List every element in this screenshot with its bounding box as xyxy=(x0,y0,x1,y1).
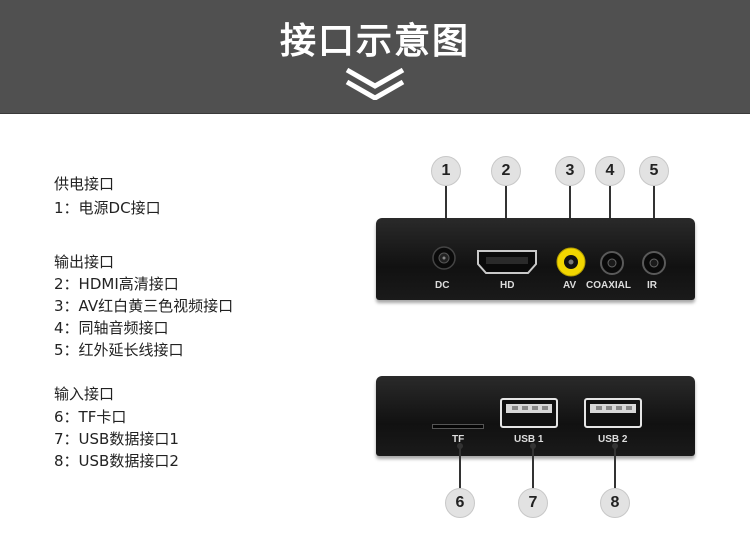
back-panel-body: DC HD AV COAXIAL IR xyxy=(376,218,695,300)
callout-8: 8 xyxy=(600,488,630,518)
leader-line-2 xyxy=(505,186,507,238)
dc-port-icon xyxy=(432,246,456,270)
legend-heading-output: 输出接口 xyxy=(54,253,115,271)
legend-item-7: 7：USB数据接口1 xyxy=(54,430,179,448)
label-dc: DC xyxy=(435,280,450,291)
callout-7: 7 xyxy=(518,488,548,518)
leader-dot-8 xyxy=(612,443,618,449)
usb-port-1-icon xyxy=(500,398,558,428)
legend-item-8: 8：USB数据接口2 xyxy=(54,452,179,470)
double-chevron-down-icon xyxy=(345,67,405,100)
leader-line-5 xyxy=(653,186,655,240)
ir-port-icon xyxy=(642,251,666,275)
leader-dot-7 xyxy=(530,443,536,449)
legend-item-6: 6：TF卡口 xyxy=(54,408,127,426)
callout-3: 3 xyxy=(555,156,585,186)
header-banner: 接口示意图 xyxy=(0,0,750,114)
label-hd: HD xyxy=(500,280,515,291)
label-usb2: USB 2 xyxy=(598,434,628,445)
legend-item-1: 1：电源DC接口 xyxy=(54,199,161,217)
label-ir: IR xyxy=(647,280,657,291)
callout-6: 6 xyxy=(445,488,475,518)
leader-line-8 xyxy=(614,446,616,488)
legend-item-4: 4：同轴音频接口 xyxy=(54,319,169,337)
coaxial-port-icon xyxy=(600,251,624,275)
legend-item-5: 5：红外延长线接口 xyxy=(54,341,184,359)
legend-heading-input: 输入接口 xyxy=(54,385,115,403)
label-av: AV xyxy=(563,280,577,291)
leader-line-1 xyxy=(445,186,447,234)
hdmi-port-icon xyxy=(477,250,537,274)
tf-card-slot xyxy=(432,424,484,429)
leader-line-7 xyxy=(532,446,534,488)
av-port-icon xyxy=(556,247,586,277)
page-title: 接口示意图 xyxy=(279,21,470,62)
label-usb1: USB 1 xyxy=(514,434,544,445)
usb-port-2-icon xyxy=(584,398,642,428)
front-panel-body: TF USB 1 USB 2 xyxy=(376,376,695,456)
leader-dot-6 xyxy=(457,443,463,449)
label-coaxial: COAXIAL xyxy=(586,280,631,291)
leader-line-4 xyxy=(609,186,611,240)
callout-4: 4 xyxy=(595,156,625,186)
callout-5: 5 xyxy=(639,156,669,186)
callout-1: 1 xyxy=(431,156,461,186)
legend-item-3: 3：AV红白黄三色视频接口 xyxy=(54,297,234,315)
label-tf: TF xyxy=(452,434,465,445)
legend-item-2: 2：HDMI高清接口 xyxy=(54,275,179,293)
leader-line-3 xyxy=(569,186,571,242)
callout-2: 2 xyxy=(491,156,521,186)
legend-heading-power: 供电接口 xyxy=(54,175,115,193)
leader-line-6 xyxy=(459,446,461,488)
